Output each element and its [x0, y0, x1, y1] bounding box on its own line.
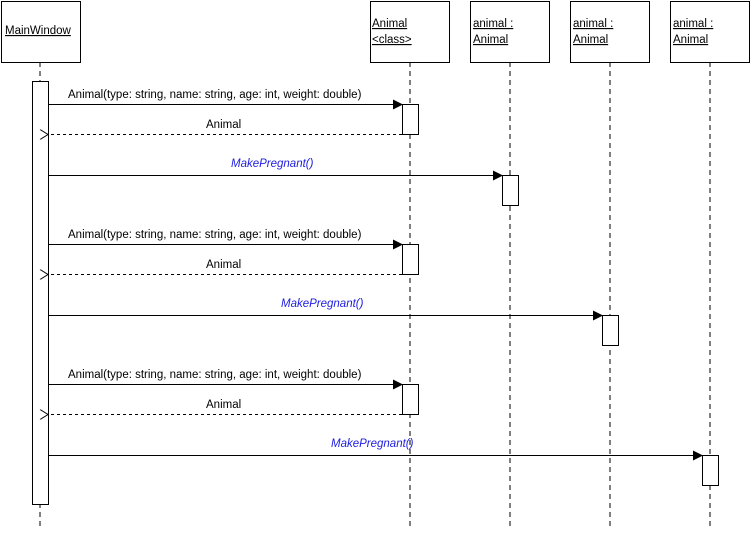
- message-label: Animal(type: string, name: string, age: …: [68, 369, 362, 381]
- message-label: Animal: [206, 259, 241, 271]
- activations-layer: [32, 81, 719, 505]
- return-message: Animal: [48, 119, 402, 135]
- lifeline-animal-1: animal : Animal: [470, 1, 550, 526]
- message-label: Animal: [206, 399, 241, 411]
- call-message: Animal(type: string, name: string, age: …: [48, 229, 403, 250]
- lifeline-header-label: animal :: [573, 18, 613, 30]
- lifeline-header-label: Animal: [573, 34, 608, 46]
- lifeline-header-label: <class>: [372, 34, 412, 46]
- lifeline-header-box[interactable]: [370, 1, 450, 63]
- animal-class-activation-3: [402, 384, 419, 415]
- animal-3-activation: [702, 455, 719, 486]
- lifeline-header-label: Animal: [473, 34, 508, 46]
- message-label: Animal(type: string, name: string, age: …: [68, 229, 362, 241]
- lifeline-header-label: Animal: [372, 18, 407, 30]
- call-message: MakePregnant(): [48, 298, 603, 321]
- lifeline-header-label: MainWindow: [5, 25, 72, 37]
- lifeline-header-box[interactable]: [470, 1, 550, 63]
- lifeline-header-label: Animal: [673, 34, 708, 46]
- lifeline-header-box[interactable]: [1, 1, 81, 63]
- message-label: Animal: [206, 119, 241, 131]
- animal-1-activation: [502, 175, 519, 206]
- lifeline-header-box[interactable]: [670, 1, 750, 63]
- call-message: MakePregnant(): [48, 158, 503, 181]
- lifeline-header-box[interactable]: [570, 1, 650, 63]
- animal-class-activation-1: [402, 104, 419, 135]
- animal-2-activation: [602, 315, 619, 346]
- messages-layer: Animal(type: string, name: string, age: …: [48, 89, 703, 461]
- call-message: Animal(type: string, name: string, age: …: [48, 89, 403, 110]
- lifeline-animal-3: animal : Animal: [670, 1, 750, 526]
- call-message: MakePregnant(): [48, 438, 703, 461]
- lifeline-header-label: animal :: [473, 18, 513, 30]
- lifeline-mainwindow: MainWindow: [1, 1, 81, 526]
- message-label: MakePregnant(): [231, 158, 314, 170]
- call-message: Animal(type: string, name: string, age: …: [48, 369, 403, 390]
- return-message: Animal: [48, 399, 402, 415]
- message-label: MakePregnant(): [331, 438, 414, 450]
- message-label: Animal(type: string, name: string, age: …: [68, 89, 362, 101]
- return-message: Animal: [48, 259, 402, 275]
- lifeline-animal-2: animal : Animal: [570, 1, 650, 526]
- lifeline-header-label: animal :: [673, 18, 713, 30]
- mainwindow-activation: [32, 81, 49, 505]
- message-label: MakePregnant(): [281, 298, 364, 310]
- animal-class-activation-2: [402, 244, 419, 275]
- lifeline-animal-class: Animal <class>: [370, 1, 450, 526]
